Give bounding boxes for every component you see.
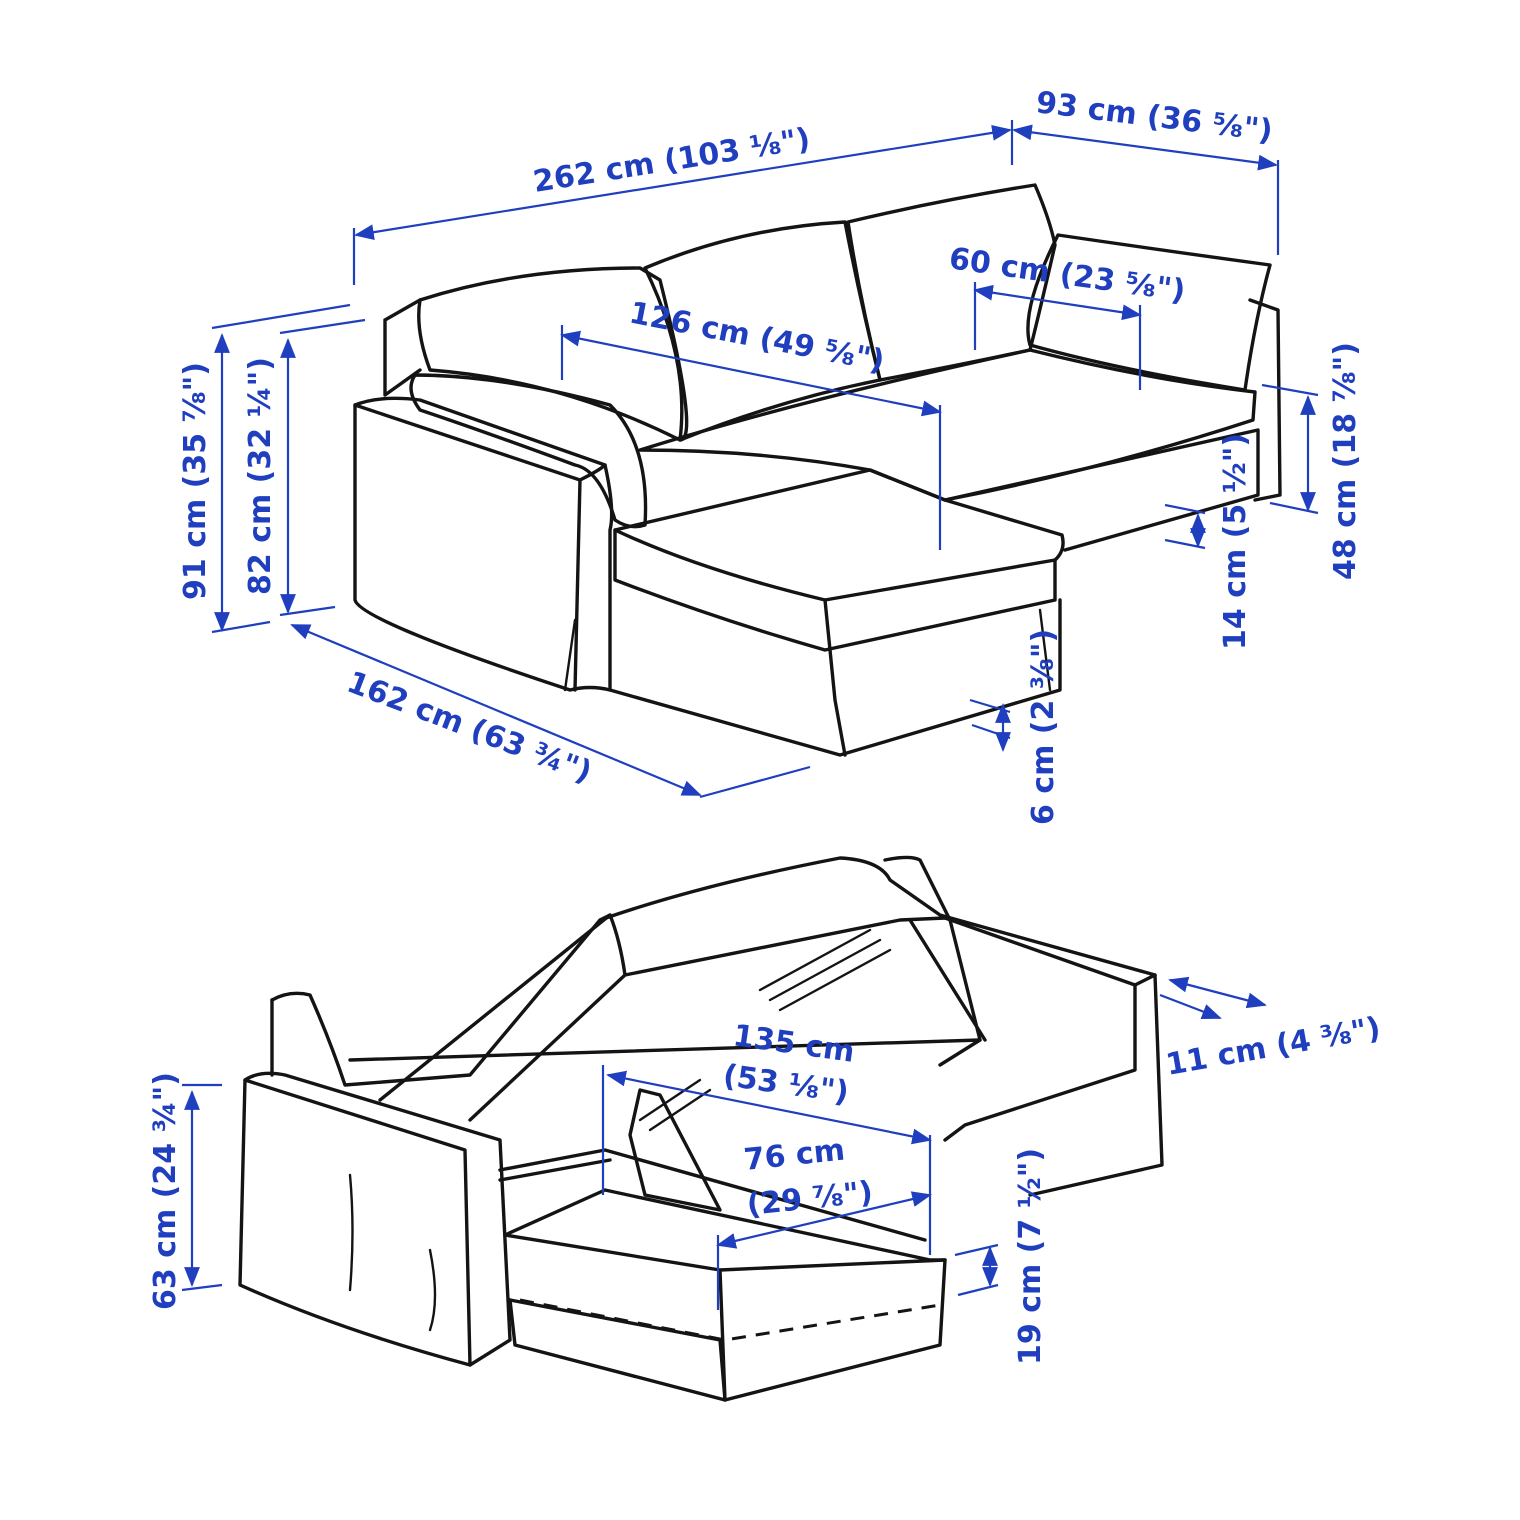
label-leg-clearance: 6 cm (2 ⅜") [1026, 629, 1061, 825]
label-chaise-seat-width: 60 cm (23 ⅝") [947, 241, 1188, 309]
label-storage-width: 76 cm [742, 1133, 846, 1178]
label-arm-width: 11 cm (4 ⅜") [1163, 1011, 1383, 1083]
label-arm-height: 63 cm (24 ¾") [148, 1072, 183, 1310]
label-chaise-width: 93 cm (36 ⅝") [1034, 85, 1274, 149]
label-storage-depth: 19 cm (7 ½") [1013, 1148, 1048, 1365]
label-total-height: 91 cm (35 ⅞") [178, 362, 213, 600]
label-seat-width: 126 cm (49 ⅝") [626, 295, 887, 379]
sofa-drawing-bottom [238, 855, 1164, 1402]
label-back-height: 82 cm (32 ¼") [243, 357, 278, 595]
label-storage-width-inches: (29 ⅞") [745, 1175, 874, 1223]
dimension-lines [181, 120, 1319, 1310]
label-seat-thickness: 14 cm (5 ½") [1218, 433, 1253, 650]
dimension-labels: 262 cm (103 ⅛") 93 cm (36 ⅝") 126 cm (49… [148, 85, 1383, 1365]
label-seat-height: 48 cm (18 ⅞") [1328, 342, 1363, 580]
label-chaise-depth: 162 cm (63 ¾") [342, 665, 596, 790]
label-total-width: 262 cm (103 ⅛") [531, 122, 813, 200]
